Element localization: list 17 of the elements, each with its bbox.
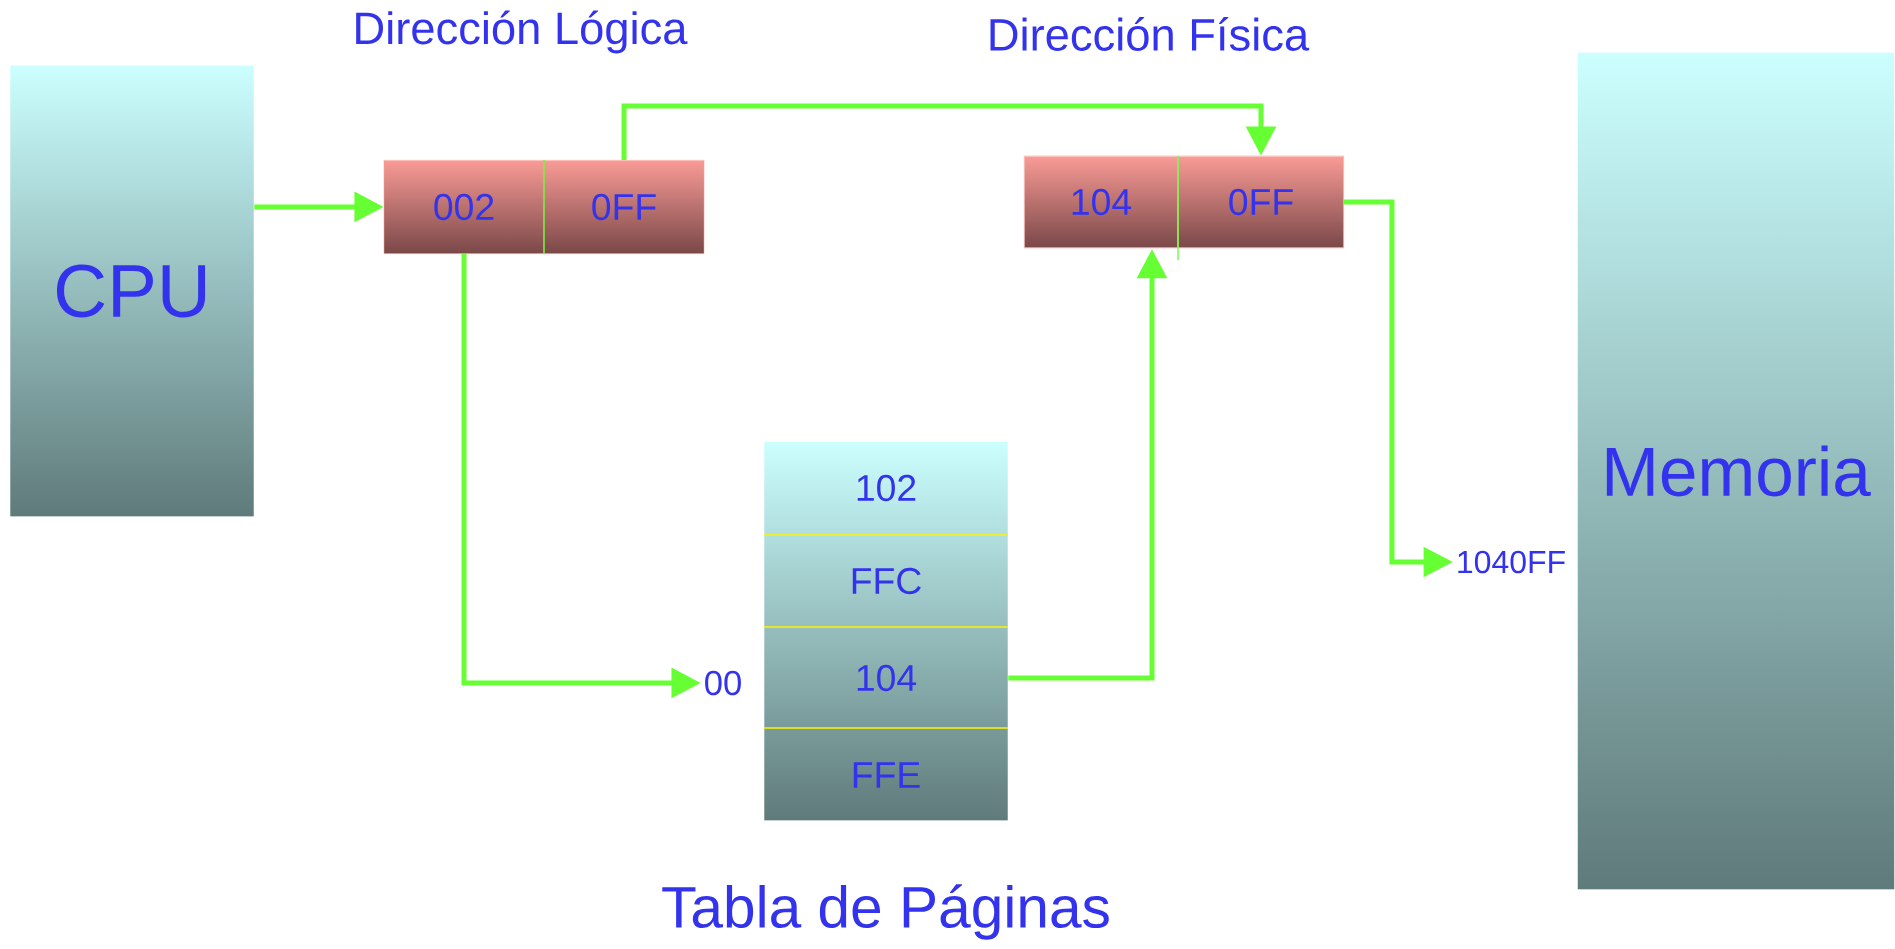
page-table — [763, 440, 1009, 822]
table-row: 102 — [857, 474, 916, 502]
cpu-box: CPU — [9, 64, 255, 518]
heading: Dirección Lógica — [356, 10, 688, 54]
memory-box: Memoria — [1577, 52, 1895, 890]
offset-cell: 0FF — [1178, 155, 1344, 249]
table-row: FFC — [852, 567, 921, 595]
arrow — [621, 103, 1277, 161]
table-row: FFE — [853, 762, 920, 788]
address-text: 1040FF — [1458, 550, 1565, 574]
table-title: Tabla de Páginas — [662, 884, 1109, 940]
heading: Dirección Física — [990, 17, 1310, 51]
table-row: 104 — [857, 664, 917, 692]
offset-cell: 0FF — [543, 160, 705, 254]
page-number-cell: 002 — [383, 160, 545, 254]
index-text: 00 — [705, 670, 741, 696]
frame-number-cell: 104 — [1024, 155, 1178, 249]
